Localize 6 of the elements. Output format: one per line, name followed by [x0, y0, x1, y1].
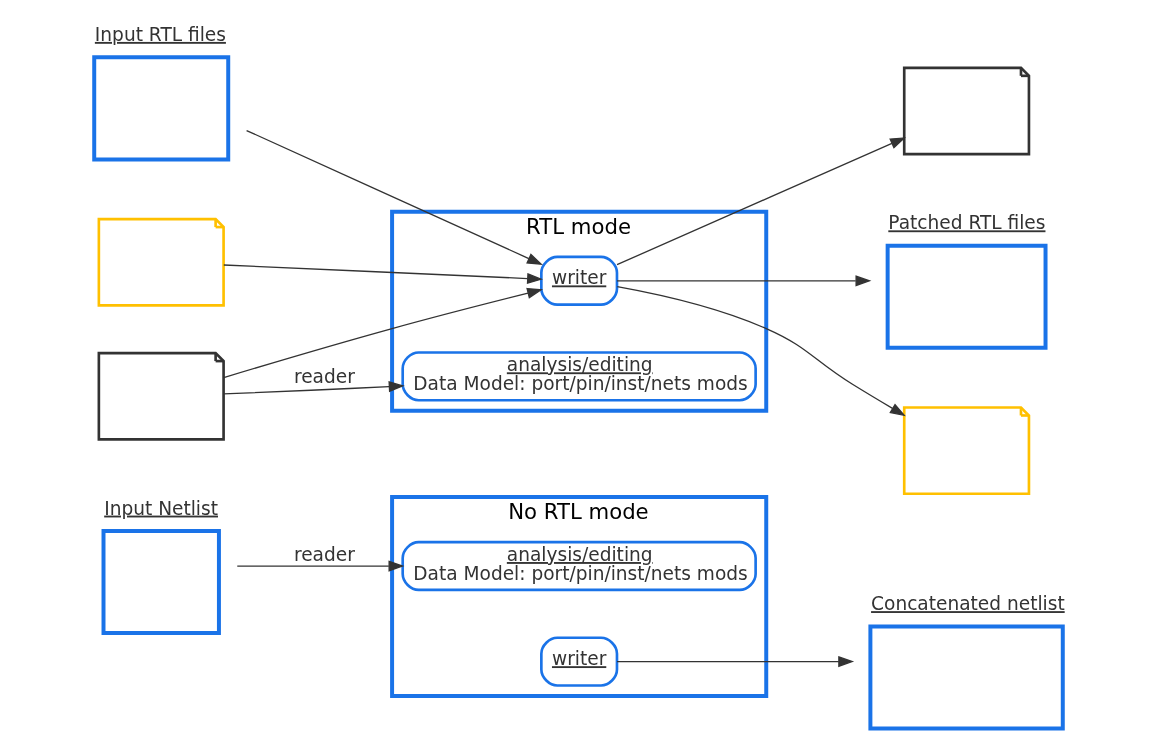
node-label: Input RTL files — [94, 23, 226, 45]
node-label: Input Netlist — [104, 497, 218, 519]
node-label: Concatenated netlist — [871, 593, 1065, 615]
edge-label: reader — [293, 366, 355, 388]
edge-label: reader — [293, 544, 355, 566]
node-label: Patched RTL files — [888, 212, 1046, 234]
